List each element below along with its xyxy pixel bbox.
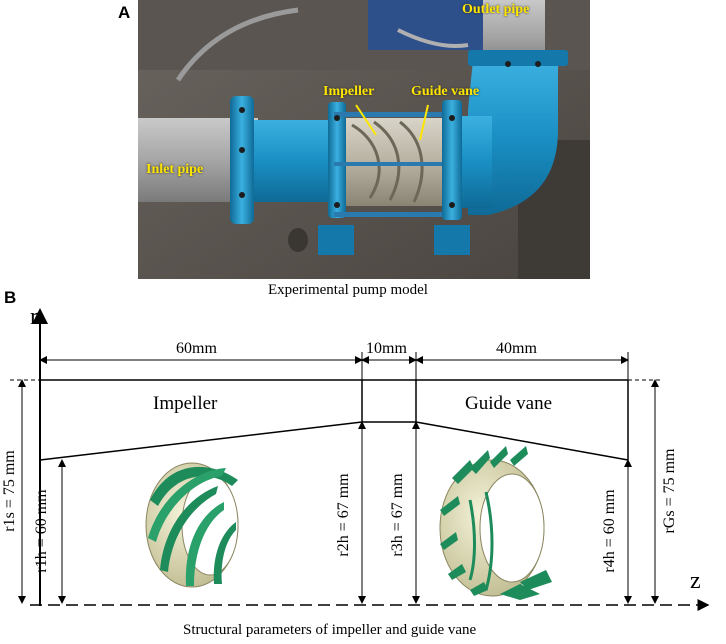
radius-r1s: r1s = 75 mm xyxy=(1,450,18,532)
region-impeller-label: Impeller xyxy=(153,393,218,414)
pump-photo xyxy=(138,0,590,279)
radius-r1h: r1h = 60 mm xyxy=(33,489,50,573)
radius-r2h: r2h = 67 mm xyxy=(335,473,352,557)
pump-photo-illustration xyxy=(138,0,590,279)
guide-vane-illustration xyxy=(439,446,552,600)
structure-diagram: r z 60mm 10mm 40mm Impeller Guide vane r… xyxy=(0,300,726,616)
caption-a: Experimental pump model xyxy=(268,282,428,298)
radius-r3h: r3h = 67 mm xyxy=(389,473,406,557)
impeller-illustration xyxy=(145,462,239,588)
label-guide-vane: Guide vane xyxy=(411,84,480,99)
radius-rgs: rGs = 75 mm xyxy=(661,448,678,534)
panel-letter-a: A xyxy=(118,3,131,22)
label-inlet-pipe: Inlet pipe xyxy=(146,162,204,177)
region-guide-vane-label: Guide vane xyxy=(465,393,553,414)
axis-r-label: r xyxy=(30,304,38,330)
structure-diagram-svg xyxy=(10,308,710,611)
length-gap: 10mm xyxy=(366,340,407,357)
caption-b: Structural parameters of impeller and gu… xyxy=(183,622,477,638)
radius-r4h: r4h = 60 mm xyxy=(601,489,618,573)
label-impeller: Impeller xyxy=(323,84,375,99)
length-guide-vane: 40mm xyxy=(496,340,537,357)
label-outlet-pipe: Outlet pipe xyxy=(462,2,530,17)
axis-z-label: z xyxy=(690,568,701,594)
length-impeller: 60mm xyxy=(176,340,217,357)
panel-letter-b: B xyxy=(4,288,17,307)
